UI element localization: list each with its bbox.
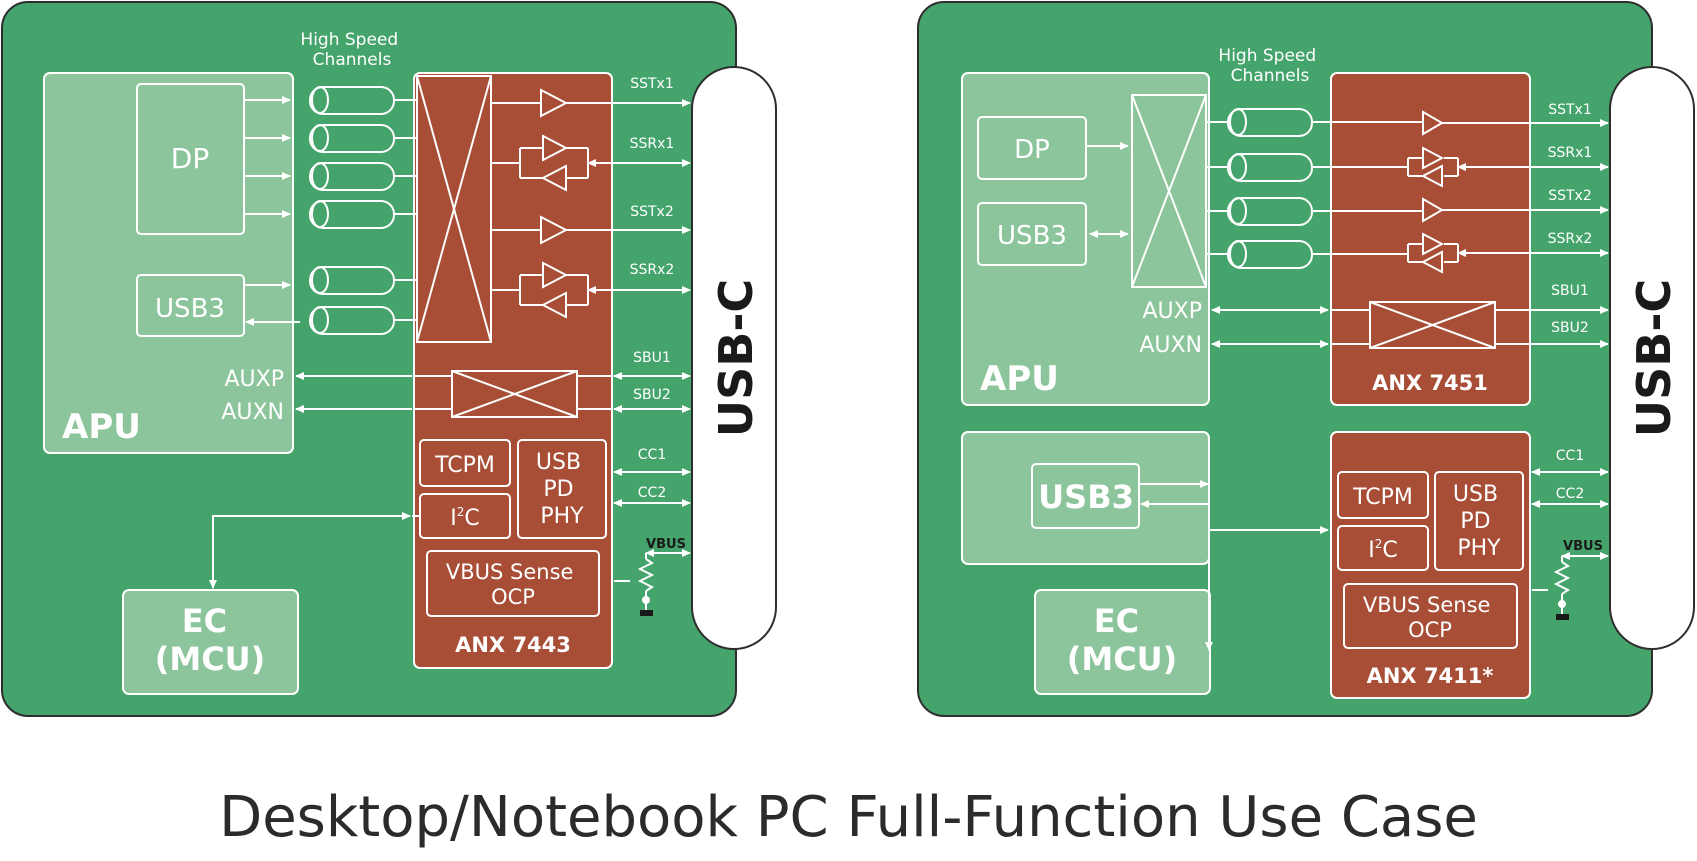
left-anx-chip-name: ANX 7443 bbox=[455, 633, 571, 657]
left-signal-label: SSTx1 bbox=[630, 76, 674, 92]
right-auxn-label: AUXN bbox=[1139, 333, 1202, 358]
left-usb3-label: USB3 bbox=[155, 294, 225, 324]
right-dp-label: DP bbox=[1014, 135, 1050, 165]
left-apu-label: APU bbox=[62, 407, 141, 447]
left-signal-label: SSTx2 bbox=[630, 204, 674, 220]
left-i2c-label: I2C bbox=[450, 505, 480, 531]
left-auxp-label: AUXP bbox=[225, 367, 285, 392]
right-signal-label: SBU2 bbox=[1551, 320, 1589, 336]
left-signal-label: SSRx1 bbox=[630, 136, 675, 152]
right-usb3-block bbox=[977, 202, 1087, 266]
right-usb3-inner-label: USB3 bbox=[1038, 478, 1134, 516]
left-signal-label: CC2 bbox=[638, 485, 666, 501]
right-sbu-mux bbox=[1369, 301, 1496, 349]
right-i2c-label: I2C bbox=[1368, 537, 1398, 563]
right-vbus-sense-block bbox=[1343, 583, 1518, 649]
right-ec-label: EC (MCU) bbox=[1067, 602, 1178, 678]
left-usbc-label: USB-C bbox=[709, 279, 763, 437]
right-usbpd-label: USB PD PHY bbox=[1453, 482, 1505, 561]
left-signal-label: SBU2 bbox=[633, 387, 671, 403]
left-usb3-block bbox=[136, 274, 245, 337]
right-anx7411-name: ANX 7411* bbox=[1367, 664, 1494, 688]
left-ec-label: EC (MCU) bbox=[155, 602, 266, 678]
right-signal-label: SSTx1 bbox=[1548, 102, 1592, 118]
right-crossbar-mux bbox=[1131, 94, 1207, 288]
left-signal-label: CC1 bbox=[638, 447, 666, 463]
right-i2c-block bbox=[1337, 525, 1429, 571]
right-panel: USB-C High Speed Channels APU DP USB3 AU… bbox=[917, 1, 1695, 717]
left-auxn-label: AUXN bbox=[221, 400, 284, 425]
right-vbus-sense-label: VBUS Sense OCP bbox=[1363, 593, 1497, 642]
left-ec-block bbox=[122, 589, 299, 695]
right-signal-label: SBU1 bbox=[1551, 283, 1589, 299]
block-diagram: USB-C High Speed Channels APU DP USB3 AU… bbox=[1, 1, 1695, 717]
right-signal-label: SSRx2 bbox=[1548, 231, 1593, 247]
left-channels-label: High Speed Channels bbox=[300, 30, 403, 70]
left-vbus-sense-block bbox=[426, 550, 600, 617]
right-channels-label: High Speed Channels bbox=[1218, 46, 1321, 86]
right-tcpm-label: TCPM bbox=[1352, 485, 1413, 510]
right-apu-label: APU bbox=[980, 359, 1059, 399]
right-auxp-label: AUXP bbox=[1143, 299, 1203, 324]
right-usbc-connector bbox=[1609, 66, 1695, 650]
left-signal-lines bbox=[209, 96, 691, 589]
right-usb3-inner-block bbox=[1031, 463, 1140, 529]
left-tcpm-label: TCPM bbox=[434, 453, 495, 478]
left-crossbar-mux bbox=[416, 75, 492, 343]
right-usbc-label: USB-C bbox=[1627, 279, 1681, 437]
right-vbus-resistor bbox=[1553, 552, 1609, 620]
left-tcpm-block bbox=[419, 439, 511, 487]
left-usbc-connector bbox=[691, 66, 777, 650]
right-signal-label: CC2 bbox=[1556, 486, 1584, 502]
left-sbu-mux bbox=[451, 370, 578, 418]
left-buffers bbox=[491, 88, 589, 319]
left-signal-label: SSRx2 bbox=[630, 262, 675, 278]
left-usbpd-block bbox=[517, 439, 607, 539]
right-usbpd-block bbox=[1434, 471, 1524, 571]
left-dp-label: DP bbox=[171, 142, 209, 175]
right-signal-label: SSTx2 bbox=[1548, 188, 1592, 204]
left-vbus-sense-label: VBUS Sense OCP bbox=[446, 560, 580, 609]
left-signal-label: SBU1 bbox=[633, 350, 671, 366]
right-signal-label: CC1 bbox=[1556, 448, 1584, 464]
left-usbpd-label: USB PD PHY bbox=[536, 450, 588, 529]
left-vbus-label: VBUS bbox=[646, 537, 686, 552]
left-vbus-resistor bbox=[637, 549, 691, 616]
right-signal-label: SSRx1 bbox=[1548, 145, 1593, 161]
left-dp-block bbox=[136, 83, 245, 235]
right-dp-block bbox=[977, 116, 1087, 180]
left-panel: USB-C High Speed Channels APU DP USB3 AU… bbox=[1, 1, 777, 717]
right-signal-lines bbox=[1086, 119, 1609, 651]
right-anx7451-name: ANX 7451 bbox=[1372, 371, 1488, 395]
right-tcpm-block bbox=[1337, 471, 1429, 519]
right-usb3-label: USB3 bbox=[997, 221, 1067, 251]
right-vbus-label: VBUS bbox=[1563, 539, 1603, 554]
figure-caption: Desktop/Notebook PC Full-Function Use Ca… bbox=[219, 785, 1478, 850]
